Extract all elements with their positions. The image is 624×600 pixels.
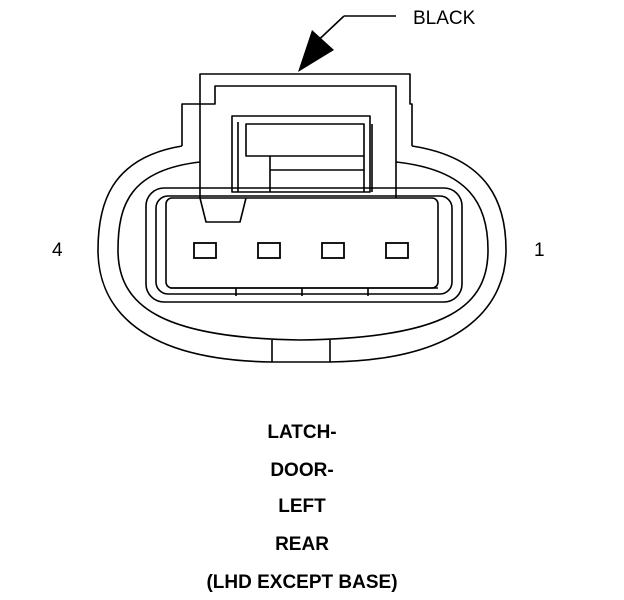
terminal-pin-2 — [321, 242, 345, 259]
terminal-cavity-outer — [145, 187, 463, 303]
connector-latch — [231, 115, 371, 193]
connector-inner-shell — [117, 161, 489, 341]
caption-line-2: DOOR- — [270, 460, 334, 481]
connector-color-label: BLACK — [413, 8, 476, 29]
connector-latch-top — [245, 123, 365, 157]
pin-label-left: 4 — [52, 240, 63, 261]
connector-diagram — [97, 15, 507, 363]
leader-arrowhead — [298, 30, 334, 72]
pin-label-right: 1 — [534, 240, 545, 261]
caption-line-1: LATCH- — [267, 422, 337, 443]
terminal-pins — [193, 242, 409, 259]
caption-line-5: (LHD EXCEPT BASE) — [206, 572, 398, 593]
connector-bottom-lock — [271, 340, 331, 362]
connector-housing-outline — [97, 145, 507, 363]
connector-keyway — [199, 197, 247, 223]
connector-latch-side — [237, 122, 373, 192]
terminal-pin-4 — [193, 242, 217, 259]
connector-hood-outline — [181, 73, 413, 146]
connector-bottom-rib — [170, 287, 438, 296]
connector-latch-slot — [269, 156, 365, 192]
caption-line-3: LEFT — [278, 496, 326, 517]
terminal-cavity-inner — [155, 195, 453, 295]
color-leader — [298, 15, 396, 72]
caption-line-4: REAR — [275, 534, 329, 555]
terminal-pin-1 — [385, 242, 409, 259]
connector-hood-inner — [199, 85, 397, 198]
terminal-pin-3 — [257, 242, 281, 259]
